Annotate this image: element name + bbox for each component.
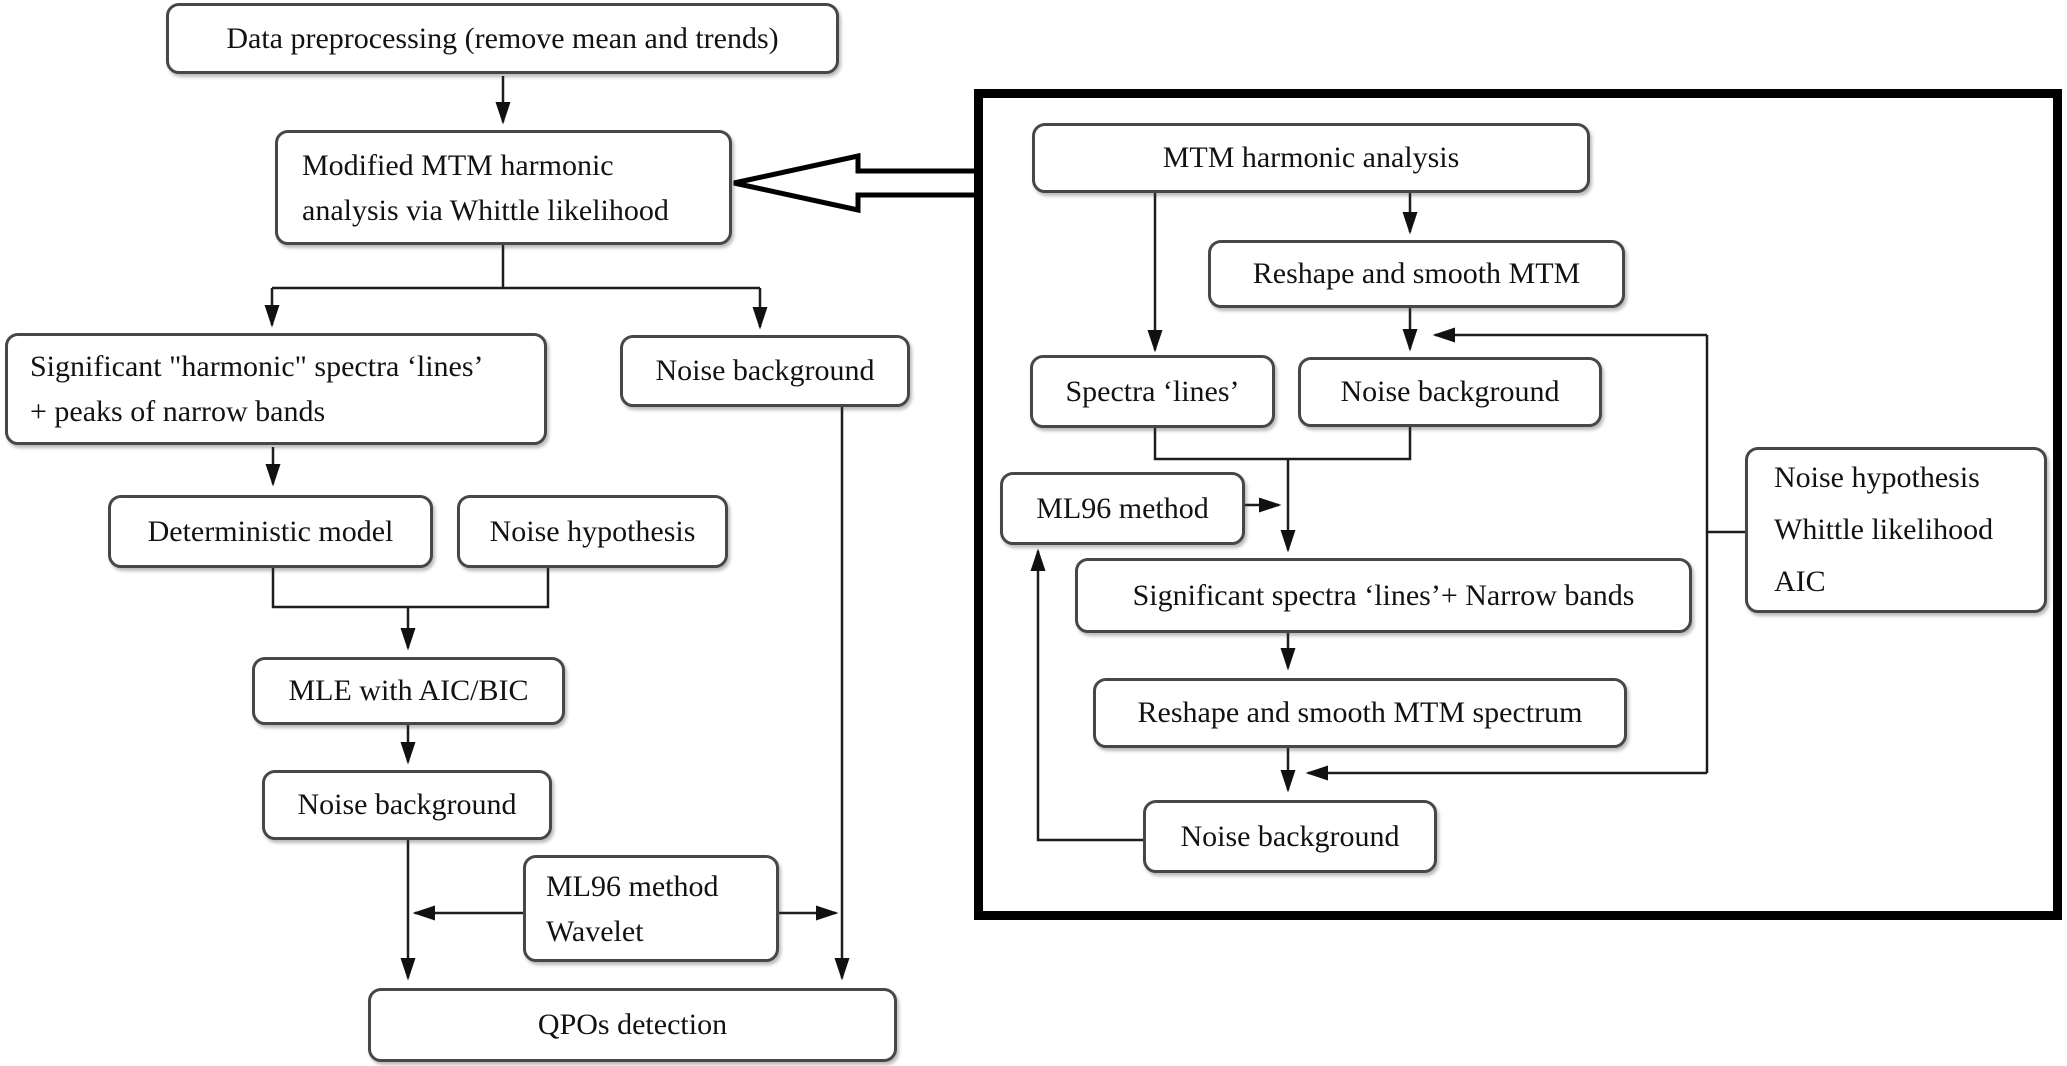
right-panel-border [974, 89, 2062, 920]
node-label: Noise background [297, 788, 517, 821]
loop-noise-background-to-ml96 [1030, 548, 1143, 842]
node-noise-hypothesis-whittle-aic: Noise hypothesis Whittle likelihood AIC [1745, 447, 2047, 613]
node-label: Wavelet [546, 914, 644, 948]
merge-deterministic-noise-hypothesis [271, 568, 550, 609]
node-reshape-smooth-mtm-spectrum: Reshape and smooth MTM spectrum [1093, 678, 1627, 748]
node-label: MTM harmonic analysis [1162, 141, 1460, 174]
node-label: analysis via Whittle likelihood [302, 193, 669, 227]
node-label: Deterministic model [147, 514, 394, 548]
node-deterministic-model: Deterministic model [108, 495, 433, 568]
node-ml96-method-right: ML96 method [1000, 472, 1245, 545]
node-data-preprocessing: Data preprocessing (remove mean and tren… [166, 3, 839, 74]
node-mle-aic-bic: MLE with AIC/BIC [252, 657, 565, 725]
node-label: + peaks of narrow bands [30, 395, 326, 428]
node-label: Noise hypothesis [1774, 461, 1980, 494]
node-spectra-lines: Spectra ‘lines’ [1030, 355, 1275, 428]
node-noise-hypothesis-left: Noise hypothesis [457, 495, 728, 568]
node-label: Significant "harmonic" spectra ‘lines’ [30, 350, 484, 383]
node-significant-spectra-narrow-bands: Significant spectra ‘lines’+ Narrow band… [1075, 558, 1692, 633]
node-label: Noise background [1180, 819, 1400, 853]
node-label: Significant spectra ‘lines’+ Narrow band… [1132, 578, 1635, 612]
node-noise-background-lower-left: Noise background [262, 770, 552, 840]
node-label: AIC [1774, 565, 1826, 598]
node-modified-mtm: Modified MTM harmonic analysis via Whitt… [275, 130, 732, 245]
node-noise-background-upper-left: Noise background [620, 335, 910, 407]
node-ml96-wavelet: ML96 method Wavelet [523, 855, 779, 962]
node-qpos-detection: QPOs detection [368, 988, 897, 1062]
node-label: Reshape and smooth MTM [1252, 257, 1581, 290]
node-noise-background-upper-right: Noise background [1298, 357, 1602, 427]
block-arrow-panel-to-modified [733, 152, 980, 214]
node-label: Spectra ‘lines’ [1065, 374, 1240, 408]
node-label: Whittle likelihood [1774, 513, 1994, 546]
node-label: ML96 method [1036, 491, 1209, 525]
node-label: ML96 method [546, 869, 719, 903]
node-label: Noise background [655, 354, 875, 387]
merge-spectra-noise [1153, 427, 1412, 461]
node-label: Data preprocessing (remove mean and tren… [226, 21, 779, 55]
node-reshape-smooth-mtm: Reshape and smooth MTM [1208, 240, 1625, 308]
node-noise-background-lower-right: Noise background [1143, 800, 1437, 873]
node-label: Noise background [1340, 375, 1560, 408]
node-mtm-harmonic-analysis: MTM harmonic analysis [1032, 123, 1590, 193]
node-significant-harmonic-spectra: Significant "harmonic" spectra ‘lines’ +… [5, 333, 547, 445]
node-label: MLE with AIC/BIC [288, 674, 529, 707]
split-below-modified [272, 245, 760, 290]
node-label: Reshape and smooth MTM spectrum [1137, 696, 1583, 729]
node-label: QPOs detection [537, 1008, 728, 1041]
node-label: Noise hypothesis [489, 514, 696, 548]
node-label: Modified MTM harmonic [302, 148, 614, 182]
